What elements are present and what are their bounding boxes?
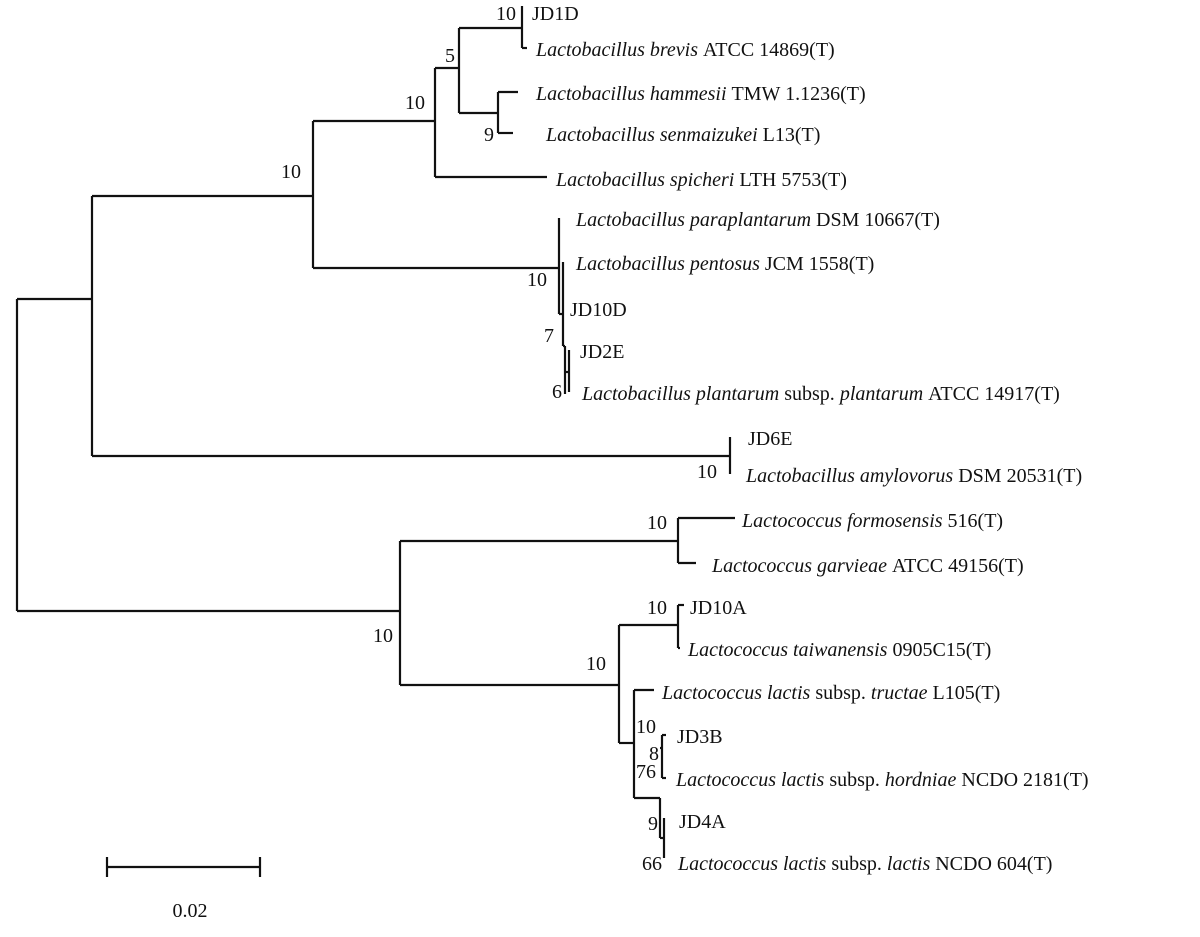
taxon-label-tructae: Lactococcus lactis subsp. tructae L105(T… (661, 682, 1000, 704)
taxon-label-taiwanensis: Lactococcus taiwanensis 0905C15(T) (687, 639, 991, 661)
taxon-label-part: subsp. (824, 769, 885, 791)
taxon-label-part: JD3B (677, 726, 723, 748)
taxon-label-part: JCM 1558(T) (760, 253, 874, 275)
taxon-label-paraplantarum: Lactobacillus paraplantarum DSM 10667(T) (575, 209, 940, 231)
taxon-label-spicheri: Lactobacillus spicheri LTH 5753(T) (555, 169, 847, 191)
bootstrap-value: 7 (544, 325, 554, 347)
bootstrap-value: 10 (697, 461, 717, 483)
taxon-label-hammesii: Lactobacillus hammesii TMW 1.1236(T) (535, 83, 866, 105)
taxon-label-part: Lactococcus lactis (677, 853, 827, 875)
bootstrap-value: 10 (647, 597, 667, 619)
taxon-label-jd4a: JD4A (679, 811, 726, 833)
taxon-label-part: JD2E (580, 341, 624, 363)
bootstrap-value: 9 (648, 813, 658, 835)
taxon-label-part: Lactobacillus senmaizukei (545, 124, 758, 146)
taxon-label-part: JD10D (570, 299, 627, 321)
taxon-label-part: Lactobacillus hammesii (535, 83, 727, 105)
taxon-label-part: Lactobacillus spicheri (555, 169, 734, 191)
taxon-label-part: Lactobacillus brevis (535, 39, 698, 61)
taxon-label-part: NCDO 604(T) (930, 853, 1052, 875)
taxon-label-part: TMW 1.1236(T) (727, 83, 866, 105)
taxon-label-part: ATCC 14869(T) (698, 39, 835, 61)
taxon-label-part: lactis (887, 853, 931, 875)
bootstrap-value: 10 (496, 3, 516, 25)
taxon-label-part: Lactococcus lactis (661, 682, 811, 704)
taxon-label-part: 0905C15(T) (887, 639, 991, 661)
taxon-label-part: hordniae (885, 769, 957, 791)
taxon-label-part: Lactococcus taiwanensis (687, 639, 888, 661)
taxon-label-part: JD6E (748, 428, 792, 450)
taxon-label-part: subsp. (779, 383, 840, 405)
taxon-label-part: L13(T) (758, 124, 821, 146)
bootstrap-value: 10 (586, 653, 606, 675)
bootstrap-value: 8 (649, 743, 659, 765)
taxon-label-part: Lactobacillus paraplantarum (575, 209, 811, 231)
taxon-label-senmaizukei: Lactobacillus senmaizukei L13(T) (545, 124, 820, 146)
taxon-label-part: ATCC 49156(T) (887, 555, 1024, 577)
taxon-label-jd10d: JD10D (570, 299, 627, 321)
taxon-label-pentosus: Lactobacillus pentosus JCM 1558(T) (575, 253, 874, 275)
taxon-label-lactis: Lactococcus lactis subsp. lactis NCDO 60… (677, 853, 1052, 875)
taxon-label-part: Lactococcus garvieae (711, 555, 887, 577)
taxon-label-part: DSM 20531(T) (953, 465, 1082, 487)
taxon-label-part: plantarum (838, 383, 923, 405)
bootstrap-value: 10 (647, 512, 667, 534)
taxon-label-amylovorus: Lactobacillus amylovorus DSM 20531(T) (745, 465, 1082, 487)
bootstrap-value: 6 (552, 381, 562, 403)
taxon-label-jd2e: JD2E (580, 341, 624, 363)
taxon-label-part: JD10A (690, 597, 747, 619)
taxon-label-part: JD1D (532, 3, 579, 25)
bootstrap-value: 10 (373, 625, 393, 647)
bootstrap-value: 10 (281, 161, 301, 183)
taxon-label-part: LTH 5753(T) (734, 169, 847, 191)
taxon-label-part: Lactococcus lactis (675, 769, 825, 791)
taxon-label-part: DSM 10667(T) (811, 209, 940, 231)
taxon-label-hordniae: Lactococcus lactis subsp. hordniae NCDO … (675, 769, 1089, 791)
taxon-label-part: tructae (871, 682, 928, 704)
taxon-label-brevis: Lactobacillus brevis ATCC 14869(T) (535, 39, 835, 61)
bootstrap-value: 10 (636, 716, 656, 738)
taxon-label-garvieae: Lactococcus garvieae ATCC 49156(T) (711, 555, 1024, 577)
taxon-label-part: Lactococcus formosensis (741, 510, 943, 532)
taxon-label-formosensis: Lactococcus formosensis 516(T) (741, 510, 1003, 532)
bootstrap-value: 10 (405, 92, 425, 114)
taxon-label-jd1d: JD1D (532, 3, 579, 25)
taxon-label-plantarum: Lactobacillus plantarum subsp. plantarum… (581, 383, 1060, 405)
taxon-label-part: Lactobacillus amylovorus (745, 465, 953, 487)
taxon-label-part: subsp. (826, 853, 887, 875)
taxon-label-part: L105(T) (928, 682, 1001, 704)
taxon-label-jd6e: JD6E (748, 428, 792, 450)
taxon-label-jd10a: JD10A (690, 597, 747, 619)
bootstrap-value: 66 (642, 853, 662, 875)
taxon-label-part: ATCC 14917(T) (923, 383, 1060, 405)
bootstrap-value: 5 (445, 45, 455, 67)
taxon-label-part: 516(T) (943, 510, 1004, 532)
taxon-label-part: NCDO 2181(T) (956, 769, 1088, 791)
taxon-label-part: JD4A (679, 811, 726, 833)
taxon-label-jd3b: JD3B (677, 726, 723, 748)
bootstrap-value: 76 (636, 761, 656, 783)
taxon-label-part: Lactobacillus pentosus (575, 253, 760, 275)
bootstrap-value: 9 (484, 124, 494, 146)
bootstrap-value: 10 (527, 269, 547, 291)
taxon-label-part: Lactobacillus plantarum (581, 383, 779, 405)
taxon-label-part: subsp. (810, 682, 871, 704)
scale-bar-label: 0.02 (173, 900, 208, 922)
